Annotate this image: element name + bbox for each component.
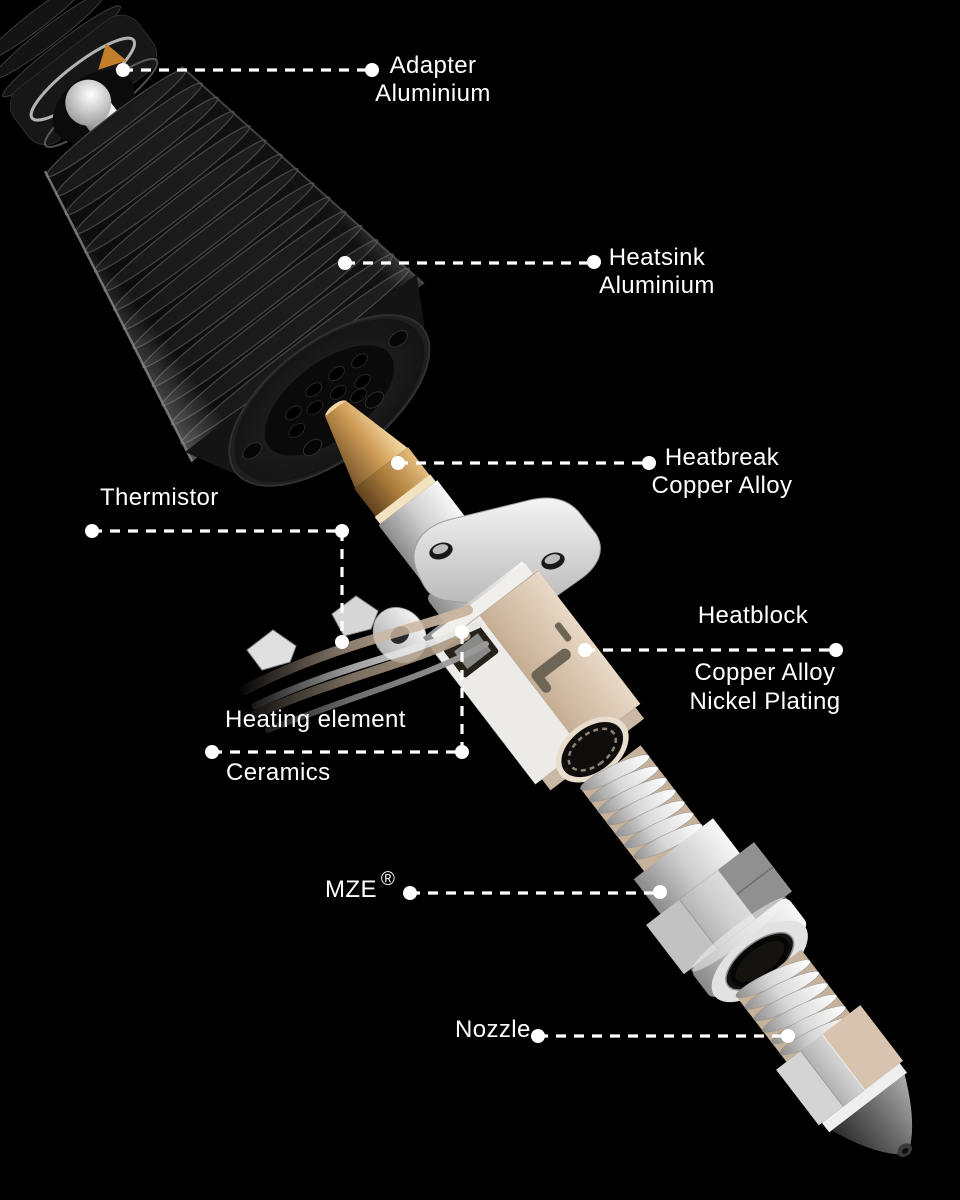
thermistor-wires-illustration [240,605,489,733]
label-nozzle: Nozzle [455,1016,531,1044]
thermistor-leader-line [85,524,349,649]
label-heatsink: Heatsink Aluminium [547,244,767,300]
nozzle-orifice [902,1148,909,1154]
label-heating-element-material-text: Ceramics [226,759,331,786]
label-adapter: Adapter Aluminium [323,52,543,108]
label-heatbreak-material: Copper Alloy [651,472,793,499]
label-nozzle-name: Nozzle [455,1016,531,1043]
heatblock-bore [561,722,624,778]
heatsink-leader-line [338,255,601,270]
threaded-stud-illustration [580,745,704,873]
label-heatblock-material-2: Nickel Plating [689,688,841,715]
label-heating-element-name: Heating element [225,706,406,733]
leader-lines [85,63,843,1043]
adapter-pin [65,79,112,126]
label-heatblock-material-1: Copper Alloy [694,659,836,686]
label-heatsink-name: Heatsink [608,244,706,271]
adapter-orange-wedge [98,43,127,70]
label-heating-element-material: Ceramics [226,759,331,787]
label-heating-element: Heating element [225,706,406,734]
label-mze: MZE® [325,869,395,906]
label-heatblock: Heatblock [643,602,863,630]
label-thermistor: Thermistor [100,484,219,512]
label-heatblock-name: Heatblock [697,602,809,629]
registered-trademark-symbol: ® [380,869,396,890]
assembly-upper [0,0,518,629]
label-heatsink-material: Aluminium [599,272,715,299]
nozzle-leader-line [531,1029,795,1043]
heatblock-leader-line [578,643,843,657]
heatblock-slot [554,622,572,642]
adapter-leader-line [116,63,379,77]
label-heatbreak-name: Heatbreak [664,444,780,471]
label-adapter-material: Aluminium [375,80,491,107]
nozzle-illustration [776,1005,913,1157]
mze-bore [725,932,794,990]
label-adapter-name: Adapter [389,52,477,79]
heatbreak-leader-line [391,456,656,470]
heating-element-leader-line [205,625,469,759]
label-heatbreak: Heatbreak Copper Alloy [612,444,832,500]
label-mze-brand: MZE [325,876,377,903]
label-heatblock-material: Copper Alloy Nickel Plating [655,658,875,716]
heatsink-illustration [43,65,431,487]
mze-leader-line [403,885,667,900]
nozzle-thread-illustration [735,949,855,1062]
label-thermistor-name: Thermistor [100,484,219,511]
mounting-plate-illustration [413,497,601,615]
